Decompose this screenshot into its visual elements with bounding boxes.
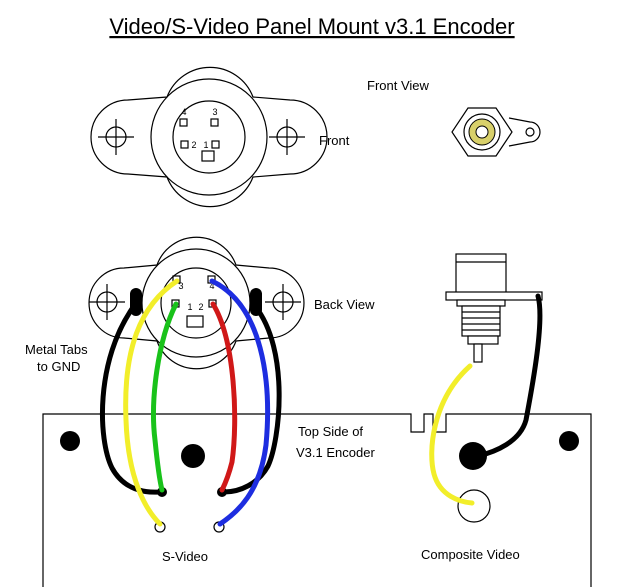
back-view-label: Back View	[314, 297, 375, 312]
diagram-title: Video/S-Video Panel Mount v3.1 Encoder	[109, 14, 514, 39]
svideo-label: S-Video	[162, 549, 208, 564]
mounting-hole	[559, 431, 579, 451]
pin-number: 1	[203, 140, 208, 150]
svideo-connector-back: 3 4 1 2	[88, 236, 305, 370]
metal-tabs-label: to GND	[37, 359, 80, 374]
solder-pad	[459, 442, 487, 470]
composite-label: Composite Video	[421, 547, 520, 562]
rca-jack-front	[451, 107, 541, 157]
blue-wire	[209, 278, 270, 527]
yellow-composite-wire	[429, 363, 475, 506]
mounting-hole	[60, 431, 80, 451]
rca-jack-side	[445, 253, 543, 363]
encoder-board	[42, 413, 592, 587]
pin-number: 1	[187, 302, 192, 312]
green-wire	[151, 301, 179, 493]
metal-tabs-label: Metal Tabs	[25, 342, 88, 357]
pin-number: 3	[212, 107, 217, 117]
pin-number: 2	[198, 302, 203, 312]
front-label: Front	[319, 133, 350, 148]
pin-number: 4	[209, 281, 214, 291]
top-side-label: Top Side of	[298, 424, 363, 439]
pin-number: 4	[181, 107, 186, 117]
black-composite-wire	[475, 293, 543, 459]
pin-number: 2	[191, 140, 196, 150]
top-side-label: V3.1 Encoder	[296, 445, 375, 460]
solder-pad	[181, 444, 205, 468]
svideo-connector-front: 4 3 2 1	[90, 66, 328, 208]
ground-wire-right	[221, 303, 282, 495]
yellow-wire	[123, 278, 180, 527]
front-view-label: Front View	[367, 78, 430, 93]
pin-number: 3	[178, 281, 183, 291]
red-wire	[210, 301, 238, 493]
